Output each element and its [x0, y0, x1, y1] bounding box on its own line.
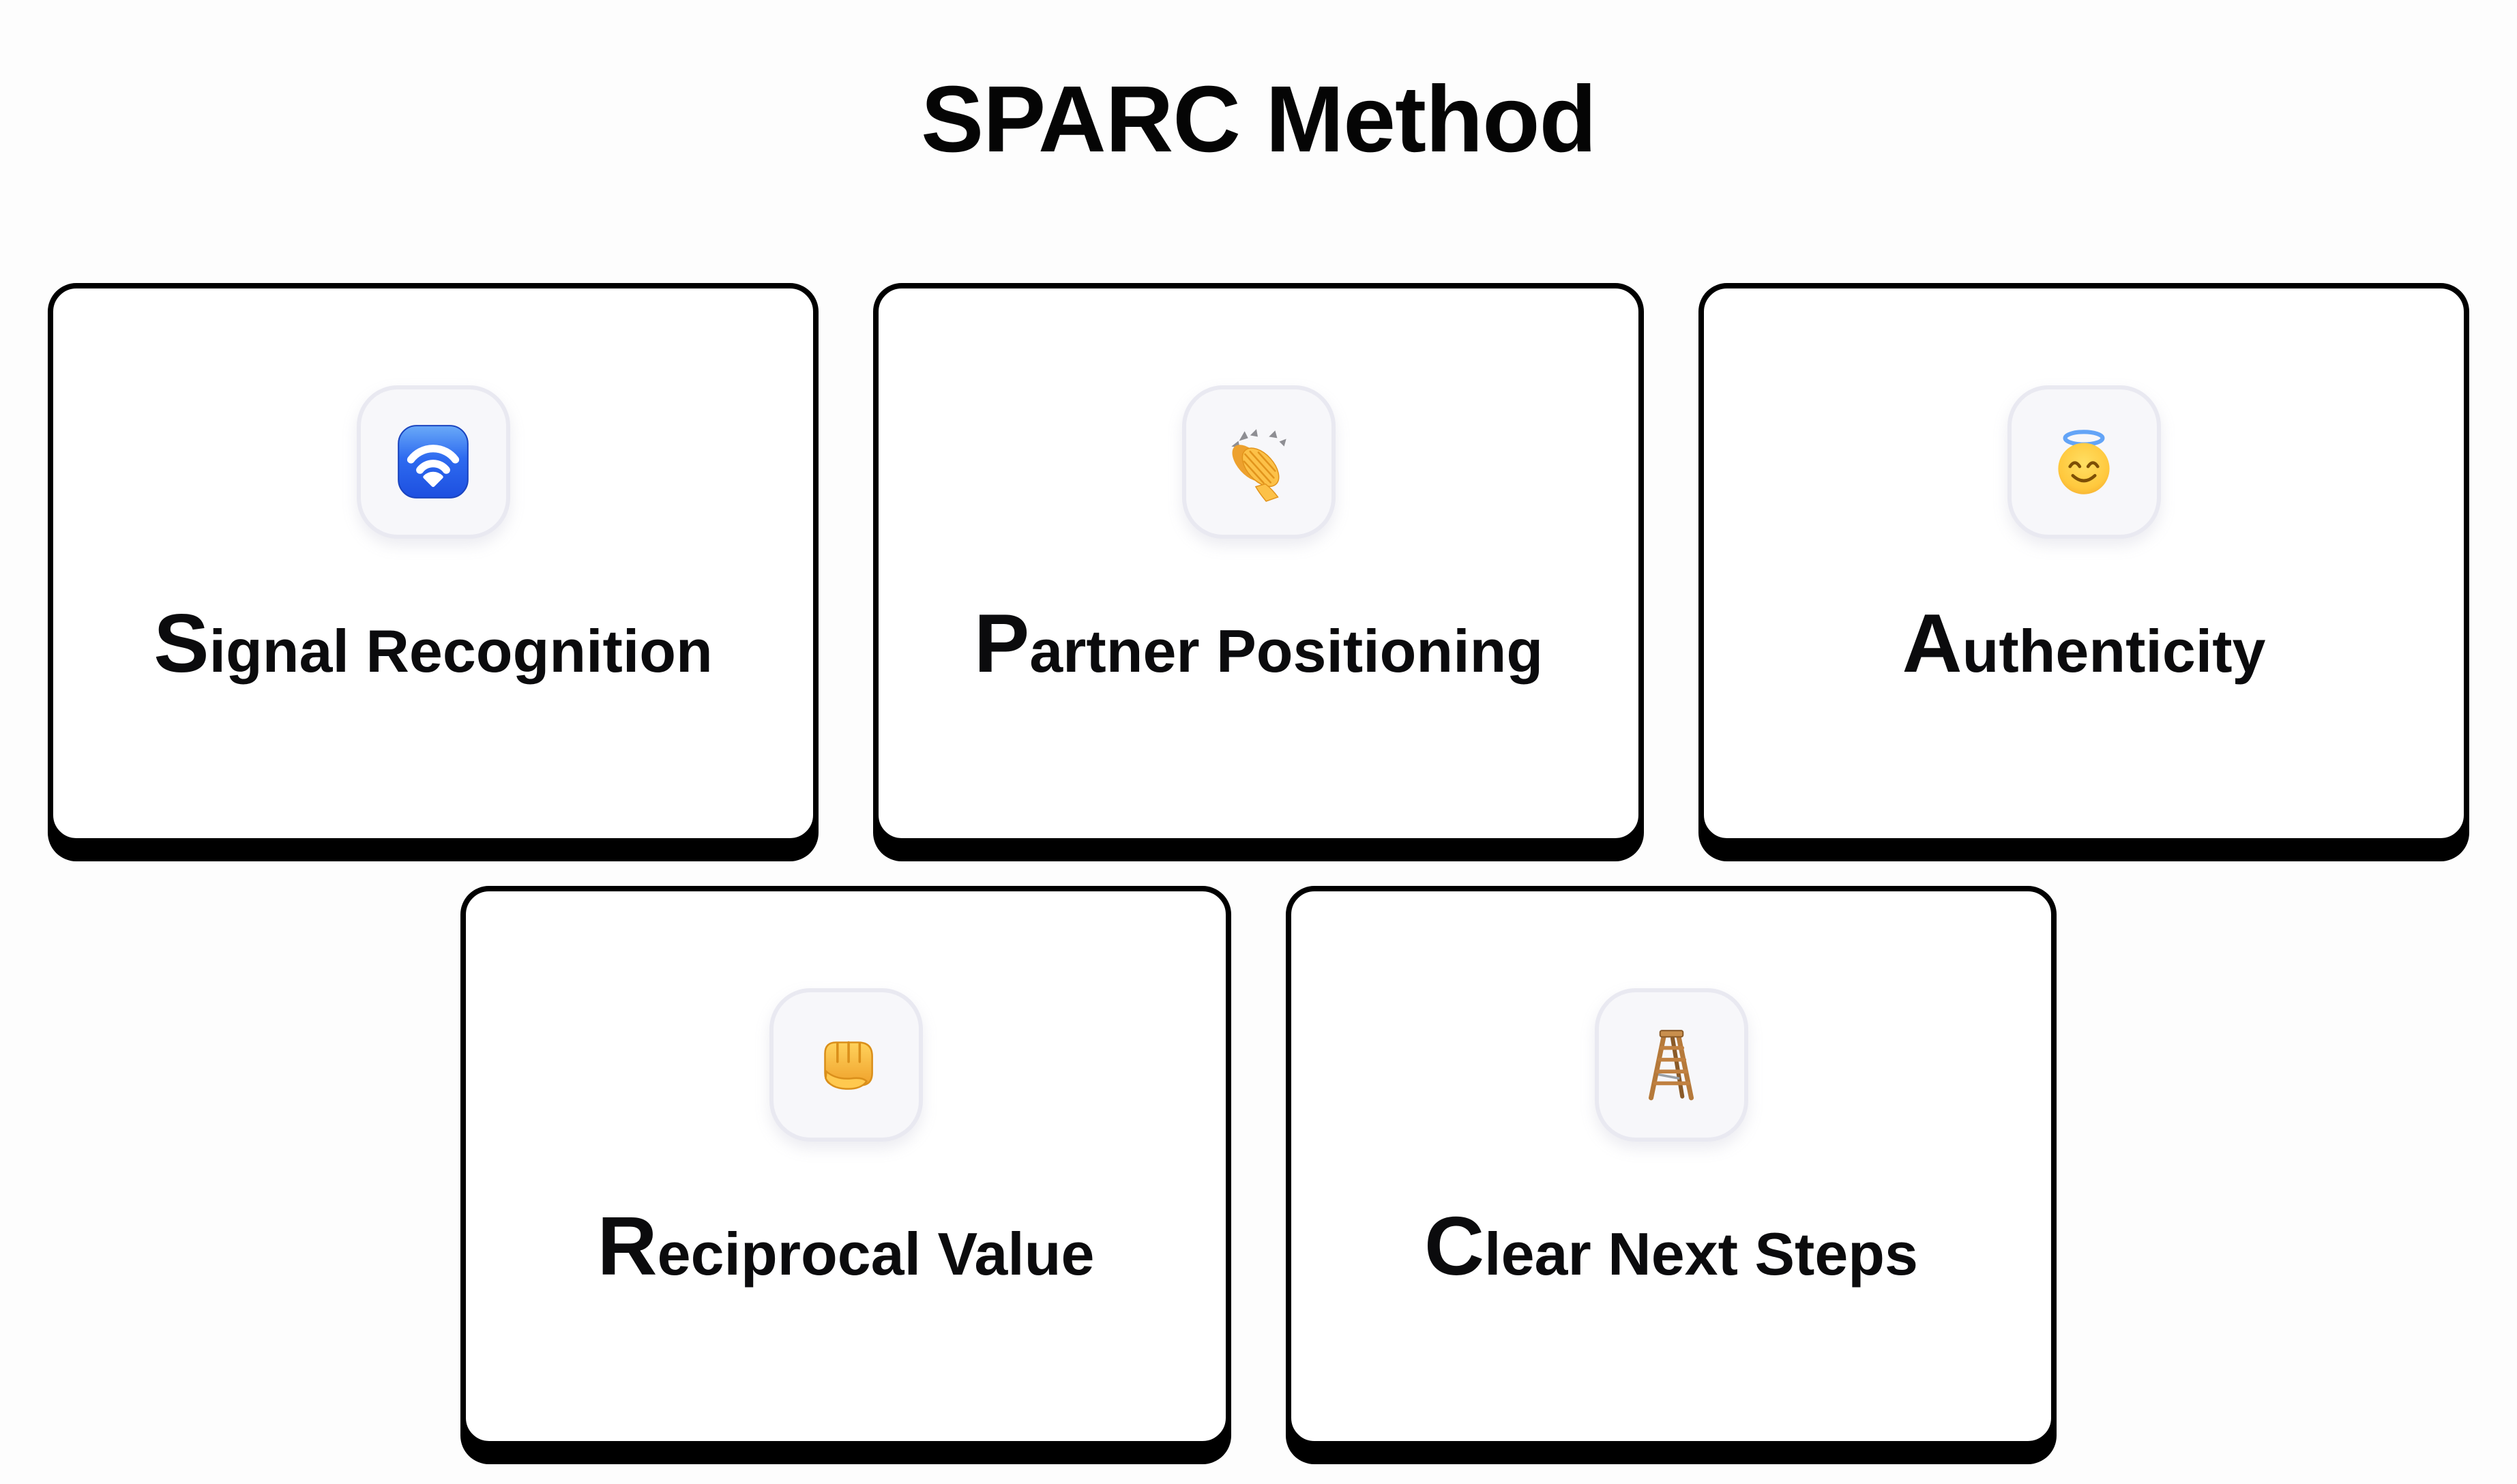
card-clear-next-steps: Clear Next Steps [1286, 885, 2057, 1446]
icon-tile [769, 988, 923, 1142]
card-label-rest: artner Positioning [1029, 617, 1544, 685]
card-reciprocal-value: Reciprocal Value [460, 885, 1231, 1446]
ladder-icon [1630, 1023, 1713, 1106]
card-label-rest: lear Next Steps [1484, 1219, 1918, 1288]
wifi-icon [392, 420, 475, 503]
card-label-first-letter: S [153, 596, 209, 689]
card-label: Authenticity [1902, 602, 2265, 693]
card-label-rest: eciprocal Value [657, 1219, 1095, 1288]
page-title: SPARC Method [921, 67, 1597, 172]
card-label-first-letter: P [973, 596, 1030, 689]
halo-smiley-icon [2042, 420, 2125, 503]
card-label-first-letter: A [1902, 596, 1962, 689]
icon-tile [1181, 385, 1336, 539]
card-signal-recognition: Signal Recognition [48, 282, 819, 844]
fist-bump-icon [804, 1023, 887, 1106]
icon-tile [2007, 385, 2161, 539]
clapping-hands-icon [1217, 420, 1300, 503]
card-label: Partner Positioning [974, 602, 1543, 693]
card-row-1: Signal Recognition [0, 282, 2517, 844]
sparc-method-page: SPARC Method [0, 65, 2517, 1446]
icon-tile [1594, 988, 1748, 1142]
card-row-2: Reciprocal Value [0, 885, 2517, 1446]
card-label-first-letter: C [1424, 1199, 1485, 1292]
card-label: Clear Next Steps [1424, 1204, 1918, 1296]
card-label: Signal Recognition [153, 602, 713, 693]
card-partner-positioning: Partner Positioning [873, 282, 1644, 844]
card-authenticity: Authenticity [1698, 282, 2469, 844]
card-label-first-letter: R [597, 1199, 658, 1292]
icon-tile [356, 385, 510, 539]
card-label-rest: ignal Recognition [209, 617, 713, 685]
card-label: Reciprocal Value [598, 1204, 1095, 1296]
card-label-rest: uthenticity [1962, 617, 2266, 685]
